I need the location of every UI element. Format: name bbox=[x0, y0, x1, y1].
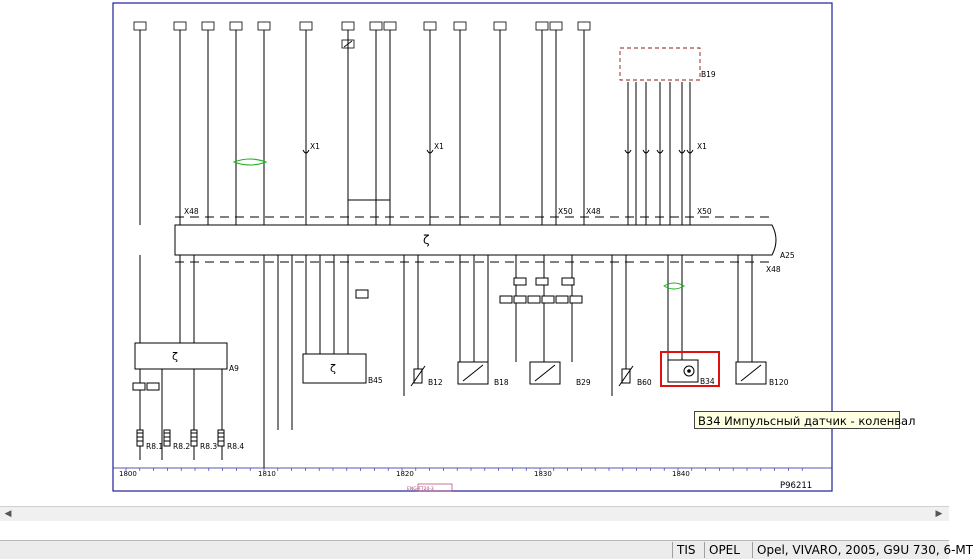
diagram-border bbox=[112, 2, 833, 492]
grid-1830: 1830 bbox=[534, 470, 552, 478]
splice-box bbox=[555, 295, 569, 304]
top-terminal bbox=[577, 21, 591, 31]
wiring-diagram: ζ A25 X48 X50 X48 X50 X48 X1 X1 X1 B19 ζ… bbox=[112, 2, 833, 492]
top-terminal bbox=[549, 21, 563, 31]
b120-sensor[interactable] bbox=[735, 361, 767, 385]
b45-module[interactable] bbox=[302, 353, 367, 384]
a25-symbol: ζ bbox=[423, 233, 430, 247]
a9-splice bbox=[132, 382, 146, 391]
footer-code-box bbox=[417, 483, 453, 492]
wires bbox=[132, 30, 753, 468]
x48-label-top: X48 bbox=[184, 207, 199, 216]
resistor bbox=[136, 429, 144, 447]
top-terminal bbox=[383, 21, 397, 31]
b60-label: B60 bbox=[637, 378, 652, 387]
b60-sensor[interactable] bbox=[621, 368, 631, 384]
x48-label-bottom: X48 bbox=[766, 265, 781, 274]
x1-pin bbox=[656, 149, 664, 154]
x1-pin bbox=[642, 149, 650, 154]
top-terminal bbox=[133, 21, 147, 31]
r81-label: R8.1 bbox=[146, 442, 163, 451]
a9-label: A9 bbox=[229, 364, 239, 373]
top-terminals bbox=[133, 21, 591, 49]
top-terminal bbox=[423, 21, 437, 31]
status-bar: TIS OPEL Opel, VIVARO, 2005, G9U 730, 6-… bbox=[0, 540, 973, 559]
top-terminal bbox=[229, 21, 243, 31]
resistor bbox=[217, 429, 225, 447]
a9-splice bbox=[146, 382, 160, 391]
x1-pin bbox=[678, 149, 686, 154]
b34-label: B34 bbox=[700, 377, 715, 386]
status-brand: OPEL bbox=[704, 542, 751, 558]
b34-sensor[interactable] bbox=[667, 359, 699, 383]
grid-1840: 1840 bbox=[672, 470, 690, 478]
top-terminal bbox=[257, 21, 271, 31]
top-terminal bbox=[173, 21, 187, 31]
grid-1800: 1800 bbox=[119, 470, 137, 478]
horizontal-scrollbar[interactable]: ◀ ▶ bbox=[0, 506, 949, 521]
b18-label: B18 bbox=[494, 378, 509, 387]
footer-code: ENG-FT20-3 bbox=[407, 486, 434, 492]
top-terminal bbox=[535, 21, 549, 31]
resistor bbox=[163, 429, 171, 447]
b45-symbol: ζ bbox=[330, 362, 336, 375]
b12-sensor[interactable] bbox=[413, 368, 423, 384]
status-vehicle: Opel, VIVARO, 2005, G9U 730, 6-MT bbox=[752, 542, 973, 558]
bent-wire bbox=[347, 48, 391, 225]
x1-label-2: X1 bbox=[434, 142, 444, 151]
x1-label-3: X1 bbox=[697, 142, 707, 151]
b45-label: B45 bbox=[368, 376, 383, 385]
grid-1810: 1810 bbox=[258, 470, 276, 478]
x50b-label-top: X50 bbox=[697, 207, 712, 216]
a25-module[interactable] bbox=[174, 224, 777, 256]
b34-highlight[interactable] bbox=[660, 351, 720, 387]
top-terminal bbox=[201, 21, 215, 31]
b34-coil-icon bbox=[683, 365, 695, 377]
x1-pin bbox=[624, 149, 632, 154]
splice-box bbox=[561, 277, 575, 286]
r82-label: R8.2 bbox=[173, 442, 190, 451]
b120-label: B120 bbox=[769, 378, 789, 387]
x1-pin bbox=[686, 149, 694, 154]
a9-symbol: ζ bbox=[172, 350, 178, 363]
b18-sensor[interactable] bbox=[457, 361, 489, 385]
scroll-right-icon[interactable]: ▶ bbox=[935, 509, 943, 519]
drawing-id: P96211 bbox=[780, 481, 812, 491]
x48b-label-top: X48 bbox=[586, 207, 601, 216]
splice-box bbox=[541, 295, 555, 304]
scroll-left-icon[interactable]: ◀ bbox=[4, 509, 12, 519]
b19-label: B19 bbox=[701, 70, 716, 79]
splice-box bbox=[569, 295, 583, 304]
x50-label-top: X50 bbox=[558, 207, 573, 216]
twisted-pair-marker-2 bbox=[663, 282, 685, 290]
b29-label: B29 bbox=[576, 378, 591, 387]
resistor bbox=[190, 429, 198, 447]
schematic-viewer: ζ A25 X48 X50 X48 X50 X48 X1 X1 X1 B19 ζ… bbox=[112, 2, 833, 492]
a25-label: A25 bbox=[780, 251, 795, 260]
splice-box bbox=[499, 295, 513, 304]
grid-1820: 1820 bbox=[396, 470, 414, 478]
b19-sensor[interactable] bbox=[619, 47, 701, 81]
twisted-pair-marker-1 bbox=[232, 158, 268, 166]
top-terminal bbox=[493, 21, 507, 31]
top-terminal bbox=[299, 21, 313, 31]
top-terminal bbox=[341, 21, 355, 31]
top-terminal bbox=[453, 21, 467, 31]
status-tis: TIS bbox=[672, 542, 705, 558]
splice-box bbox=[527, 295, 541, 304]
top-terminal bbox=[369, 21, 383, 31]
r84-label: R8.4 bbox=[227, 442, 244, 451]
x1-pin bbox=[426, 149, 434, 154]
r83-label: R8.3 bbox=[200, 442, 217, 451]
a9-module[interactable] bbox=[134, 342, 228, 370]
splice-box bbox=[513, 295, 527, 304]
component-tooltip: B34 Импульсный датчик - коленвал bbox=[694, 411, 915, 429]
splice-box bbox=[535, 277, 549, 286]
b45-splice bbox=[355, 289, 369, 299]
b29-sensor[interactable] bbox=[529, 361, 561, 385]
b12-label: B12 bbox=[428, 378, 443, 387]
x1-label-1: X1 bbox=[310, 142, 320, 151]
x1-pin bbox=[302, 149, 310, 154]
splice-box bbox=[513, 277, 527, 286]
